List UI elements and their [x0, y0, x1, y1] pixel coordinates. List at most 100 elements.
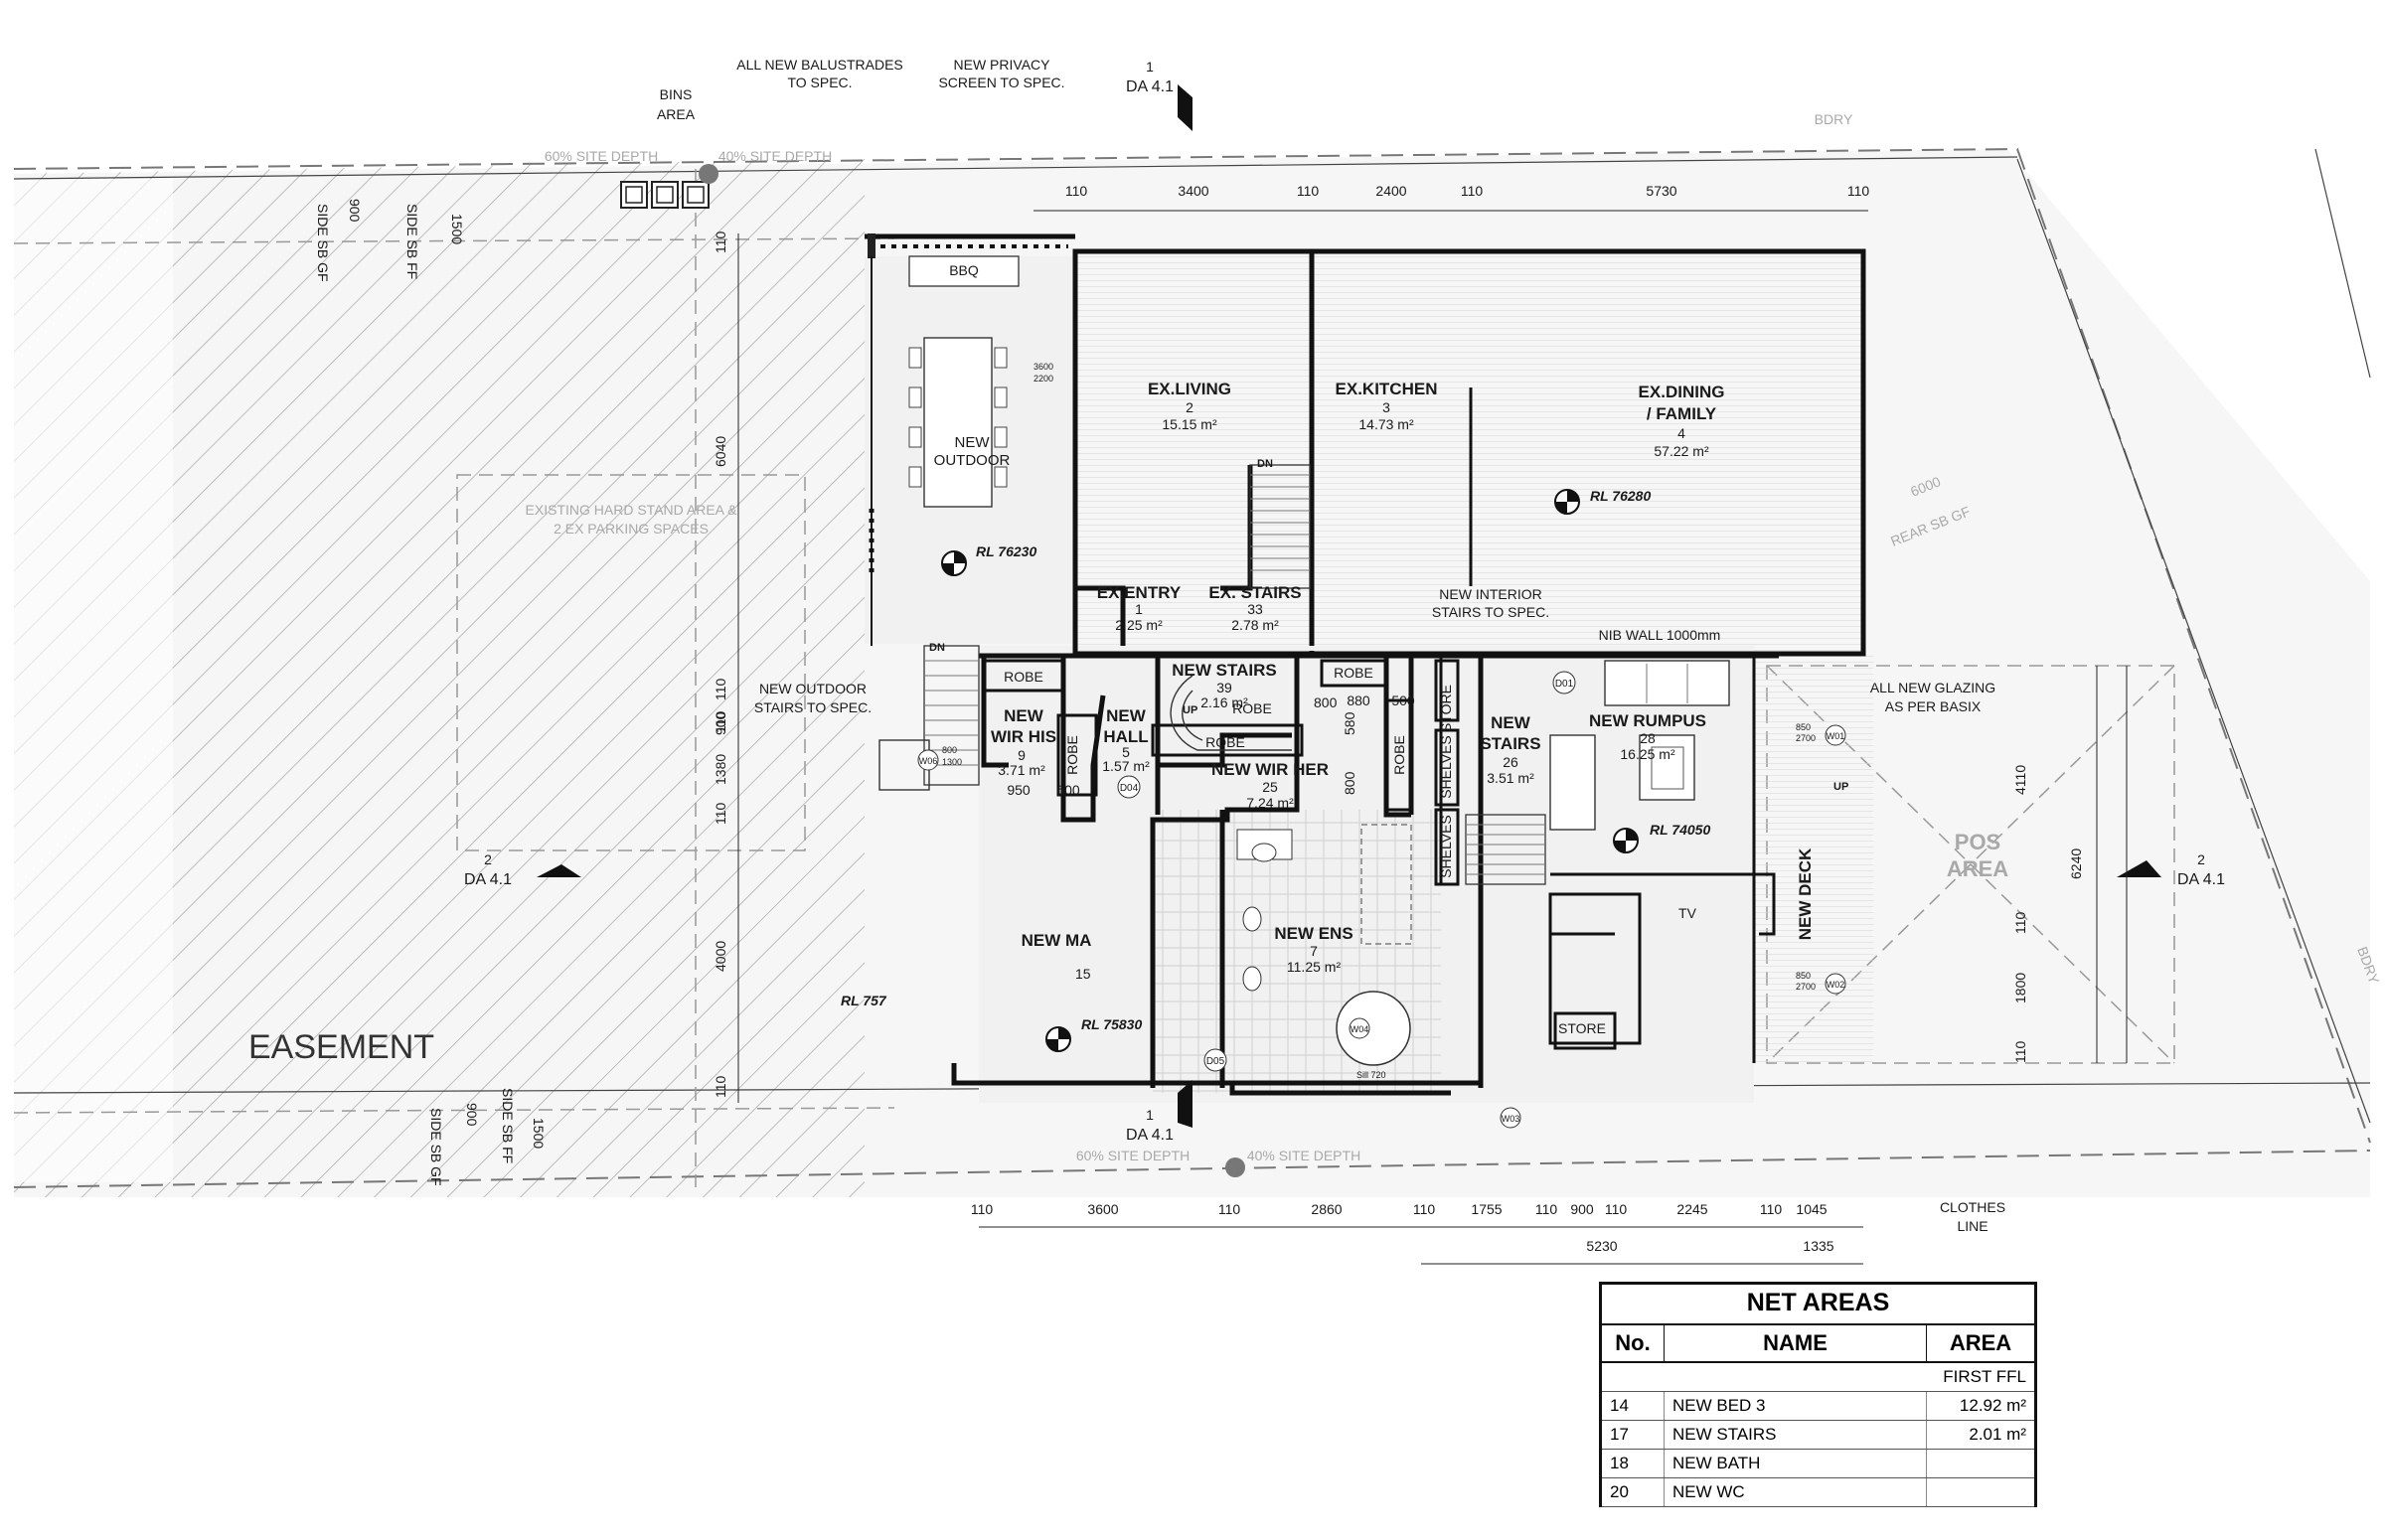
row-name: NEW BED 3 — [1664, 1391, 1927, 1421]
new-rumpus-area: 16.25 m² — [1620, 746, 1675, 762]
robe-label-3: ROBE — [1205, 734, 1245, 750]
new-wir-his-num: 9 — [1018, 747, 1026, 763]
side-dim-1500-top: 1500 — [449, 214, 465, 244]
up-deck: UP — [1833, 781, 1848, 793]
row-no: 14 — [1602, 1391, 1665, 1421]
dim-bottom-12: 1045 — [1796, 1201, 1827, 1217]
dim-left-9: 110 — [713, 1075, 728, 1098]
tag-w06: W06 — [917, 749, 939, 771]
site-depth-40-bottom: 40% SITE DEPTH — [1247, 1148, 1360, 1163]
site-depth-40-top: 40% SITE DEPTH — [718, 148, 832, 164]
bins — [620, 181, 710, 209]
up-new-stairs: UP — [1183, 704, 1197, 716]
interior-stairs-note-2: STAIRS TO SPEC. — [1432, 604, 1549, 620]
dim-bottom-5: 110 — [1413, 1201, 1436, 1217]
dim-bottom-6: 1755 — [1471, 1201, 1502, 1217]
dim-bottom-1: 110 — [971, 1201, 994, 1217]
pos-area-label-1: POS — [1955, 830, 2000, 854]
new-wir-his-name-2: WIR HIS — [991, 727, 1056, 746]
section-bottom-ref: DA 4.1 — [1126, 1127, 1174, 1144]
ex-entry-area: 2.25 m² — [1115, 617, 1163, 633]
boundary-label-top: BDRY — [1815, 111, 1853, 127]
side-sb-ff-top: SIDE SB FF — [404, 204, 420, 279]
group-label: FIRST FFL — [1602, 1362, 2034, 1392]
tag-w03: W03 — [1500, 1107, 1521, 1129]
privacy-note-1: NEW PRIVACY — [954, 57, 1051, 73]
new-ens-num: 7 — [1310, 943, 1318, 959]
dim-top-2: 3400 — [1178, 183, 1208, 199]
tag-w02: W02 — [1825, 973, 1846, 995]
new-wir-her-area: 7.24 m² — [1246, 795, 1294, 811]
svg-text:W06: W06 — [919, 756, 938, 766]
dim-800-b: 800 — [1314, 694, 1338, 710]
window-3600-2200-a: 3600 — [1034, 362, 1053, 372]
tag-d01: D01 — [1552, 671, 1576, 694]
ex-dining-area: 57.22 m² — [1654, 443, 1709, 459]
new-stairs-26-name-1: NEW — [1491, 713, 1531, 732]
dim-left-3: 110 — [713, 678, 728, 700]
window-800-1300-b: 1300 — [942, 757, 962, 767]
site-depth-marker-bottom — [1225, 1157, 1245, 1177]
new-stairs-39-name: NEW STAIRS — [1172, 661, 1276, 680]
new-hall-name-2: HALL — [1103, 727, 1148, 746]
side-dim-900-bottom: 900 — [464, 1103, 480, 1127]
row-area — [1926, 1449, 2034, 1478]
svg-text:W03: W03 — [1502, 1114, 1520, 1124]
dim-top-5: 110 — [1461, 183, 1484, 199]
dim-bottom-3: 110 — [1218, 1201, 1241, 1217]
dim-bottom-11: 110 — [1760, 1201, 1783, 1217]
new-master-area-partial: 15 — [1075, 966, 1091, 982]
dim-top-4: 2400 — [1375, 183, 1406, 199]
dim-bottom-second-1: 5230 — [1586, 1238, 1617, 1254]
interior-stairs-note-1: NEW INTERIOR — [1439, 586, 1541, 602]
schedule-group-row: FIRST FFL — [1602, 1362, 2034, 1392]
level-dining: RL 76280 — [1590, 488, 1651, 504]
dim-left-7: 110 — [713, 802, 728, 825]
robe-label-2: ROBE — [1064, 735, 1080, 775]
dim-bottom-10: 2245 — [1676, 1201, 1707, 1217]
main-walls — [865, 233, 1866, 1096]
privacy-note-2: SCREEN TO SPEC. — [938, 75, 1064, 90]
ensuite-fixtures — [1236, 824, 1412, 1066]
tag-w04: W04 — [1349, 1017, 1370, 1039]
new-stairs-39-area: 2.16 m² — [1200, 694, 1248, 710]
level-outdoor: RL 76230 — [976, 543, 1036, 559]
schedule-header-row: No. NAME AREA — [1602, 1325, 2034, 1363]
net-areas-schedule: NET AREAS No. NAME AREA FIRST FFL 14 NEW… — [1599, 1282, 2037, 1507]
section-marker-bottom — [1178, 1080, 1192, 1128]
new-hall-num: 5 — [1122, 744, 1130, 760]
table-row: 18 NEW BATH — [1602, 1449, 2034, 1478]
new-hall-name-1: NEW — [1106, 706, 1147, 725]
row-no: 18 — [1602, 1449, 1665, 1478]
site-depth-marker-top — [699, 164, 718, 184]
level-markers — [941, 489, 1639, 1052]
section-marker-top — [1178, 84, 1192, 131]
level-master: RL 75830 — [1081, 1016, 1142, 1032]
robe-label-4: ROBE — [1334, 665, 1373, 681]
dn-outdoor: DN — [929, 642, 945, 654]
dim-left-4: 900 — [713, 711, 728, 735]
window-850-2700-a2: 2700 — [1796, 733, 1816, 743]
row-area — [1926, 1477, 2034, 1507]
glazing-note-1: ALL NEW GLAZING — [1870, 680, 1995, 695]
ex-dining-num: 4 — [1677, 425, 1685, 441]
new-wir-his-name-1: NEW — [1004, 706, 1044, 725]
ex-kitchen-area: 14.73 m² — [1358, 416, 1414, 432]
ex-living-num: 2 — [1186, 399, 1193, 415]
dim-right-overall: 6240 — [2068, 848, 2084, 879]
clothes-line-note-2: LINE — [1957, 1218, 1988, 1234]
dim-500: 500 — [1391, 693, 1415, 708]
new-wir-her-name: NEW WIR HER — [1211, 760, 1329, 779]
window-850-2700-a1: 850 — [1796, 722, 1811, 732]
new-outdoor-name-1: NEW — [955, 434, 991, 451]
ex-living-name: EX.LIVING — [1148, 380, 1231, 398]
robe-label-5: ROBE — [1391, 735, 1407, 775]
tv-label: TV — [1678, 905, 1697, 921]
window-3600-2200-b: 2200 — [1034, 374, 1053, 384]
hardstand-area — [456, 474, 806, 851]
tag-w01: W01 — [1825, 724, 1846, 746]
side-sb-gf-bottom: SIDE SB GF — [428, 1108, 444, 1186]
ex-entry-name: EX.ENTRY — [1097, 583, 1182, 602]
dimension-lines — [737, 210, 2128, 1265]
new-ens-name: NEW ENS — [1274, 924, 1352, 943]
